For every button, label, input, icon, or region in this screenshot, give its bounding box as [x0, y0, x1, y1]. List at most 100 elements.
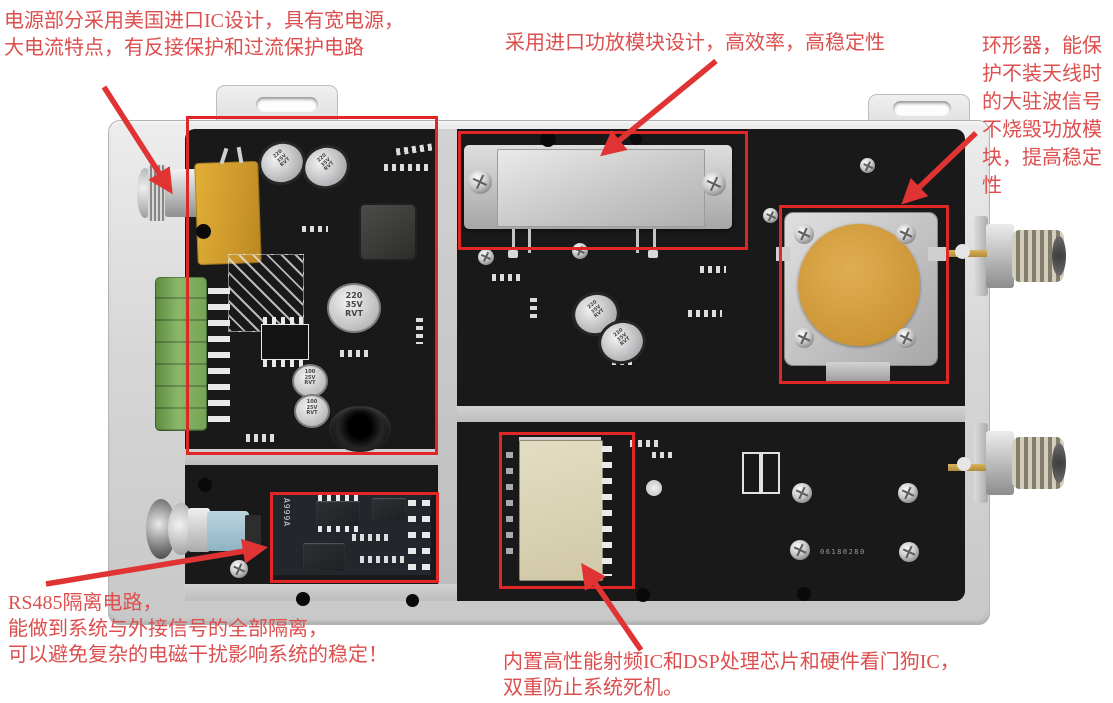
- highlight-box-circulator: [779, 205, 949, 384]
- bnc-tip: [245, 515, 261, 547]
- n-connector-bore: [1052, 443, 1066, 483]
- annotation-line: 块，提高稳定: [982, 147, 1102, 169]
- philips-screw: [896, 328, 916, 348]
- n-connector-bore: [1052, 236, 1066, 276]
- philips-screw: [478, 249, 494, 265]
- soic-pins: [263, 317, 305, 324]
- philips-screw: [896, 224, 916, 244]
- philips-screw: [794, 328, 814, 348]
- annotation-line: 环形器，能保: [982, 35, 1102, 57]
- annotation-power: 电源部分采用美国进口IC设计，具有宽电源， 大电流特点，有反接保护和过流保护电路: [4, 8, 404, 62]
- annotation-line: 大电流特点，有反接保护和过流保护电路: [4, 37, 364, 59]
- cap-label: 100: [304, 369, 316, 375]
- pa-pin: [653, 229, 656, 253]
- philips-screw: [792, 483, 812, 503]
- slot-hole: [893, 101, 951, 116]
- n-connector-body: [986, 431, 1014, 495]
- iso-chip-label: A999A: [282, 498, 291, 528]
- qfp-chip: [361, 205, 415, 259]
- philips-screw: [702, 172, 726, 196]
- circulator-port-tab: [928, 247, 948, 261]
- annotation-circulator: 环形器，能保 护不装天线时 的大驻波信号 不烧毁功放模 块，提高稳定 性: [982, 32, 1102, 200]
- annotation-line: 能做到系统与外接信号的全部隔离，: [8, 618, 328, 640]
- isolator-chip: [372, 498, 406, 520]
- mounting-hole: [797, 587, 811, 601]
- annotation-line: 性: [982, 175, 1002, 197]
- annotation-line: 内置高性能射频IC和DSP处理芯片和硬件看门狗IC，: [503, 651, 960, 673]
- mounting-hole: [540, 131, 556, 147]
- silkscreen-marks: [340, 350, 368, 357]
- silkscreen-marks: [352, 534, 392, 541]
- annotation-line: 的大驻波信号: [982, 91, 1102, 113]
- n-connector-body: [986, 224, 1014, 288]
- pa-pin: [636, 229, 639, 253]
- cap-label: 35V: [345, 300, 363, 309]
- terminal-pins: [208, 288, 230, 422]
- slot-hole: [256, 97, 318, 112]
- cap-label: RVT: [304, 380, 316, 386]
- pa-pin: [512, 229, 515, 253]
- silkscreen-marks: [700, 266, 726, 273]
- electrolytic-capacitor: 220 35V RVT: [327, 283, 381, 333]
- philips-screw: [468, 170, 492, 194]
- soic-pins: [263, 360, 305, 367]
- electrolytic-capacitor: 100 25V RVT: [294, 394, 330, 428]
- isolator-chip: [316, 501, 360, 525]
- silkscreen-marks: [492, 274, 522, 281]
- isolator-chip: [303, 543, 345, 571]
- annotation-line: 不烧毁功放模: [982, 119, 1102, 141]
- relay-outline: [742, 452, 761, 494]
- rf-shield-module: [519, 440, 603, 581]
- knurled-ring: [148, 165, 166, 221]
- solder-blob: [508, 250, 518, 258]
- plate-channel: [438, 129, 457, 601]
- soic-pins: [318, 495, 358, 501]
- annotation-rs485: RS485隔离电路， 能做到系统与外接信号的全部隔离， 可以避免复杂的电磁干扰影…: [8, 590, 388, 668]
- relay-outline: [761, 452, 780, 494]
- plate-channel: [185, 584, 457, 601]
- solder-blob: [957, 457, 971, 471]
- soic-pins: [318, 526, 358, 532]
- board-serial: 06180280: [820, 548, 866, 556]
- plate-channel: [457, 406, 965, 422]
- n-connector-flange: [974, 423, 988, 503]
- silkscreen-marks: [416, 318, 423, 344]
- mounting-hole: [636, 588, 650, 602]
- header-pads: [422, 500, 430, 570]
- bnc-insulator: [207, 511, 249, 551]
- highlight-box-amplifier: [458, 131, 748, 250]
- mounting-hole: [296, 592, 310, 606]
- cap-label: 100: [306, 399, 318, 405]
- annotation-line: RS485隔离电路，: [8, 592, 163, 614]
- highlight-box-rs485: [270, 492, 439, 583]
- electrolytic-capacitor: 100 25V RVT: [292, 364, 328, 398]
- module-pads: [506, 452, 513, 562]
- circulator-ground-tab: [826, 362, 890, 382]
- annotation-amplifier: 采用进口功放模块设计，高效率，高稳定性: [505, 30, 885, 57]
- philips-screw: [898, 483, 918, 503]
- cap-label: 25V: [304, 374, 316, 381]
- philips-screw: [794, 224, 814, 244]
- silkscreen-marks: [688, 310, 722, 317]
- philips-screw: [790, 540, 810, 560]
- philips-screw: [860, 158, 875, 173]
- terminal-block: [155, 277, 207, 431]
- silkscreen-marks: [360, 556, 406, 563]
- led-indicator: [646, 480, 662, 496]
- highlight-box-power: [186, 116, 438, 455]
- cap-label: RVT: [306, 410, 318, 416]
- soic-chip: [261, 324, 309, 360]
- philips-screw: [230, 560, 248, 578]
- solder-blob: [648, 250, 658, 258]
- philips-screw: [763, 208, 778, 223]
- annotation-line: 电源部分采用美国进口IC设计，具有宽电源，: [4, 10, 404, 32]
- silkscreen-marks: [652, 452, 674, 458]
- pa-module-lid: [497, 149, 705, 227]
- header-pads: [408, 500, 416, 570]
- mounting-hole: [198, 478, 212, 492]
- bnc-nut: [188, 508, 210, 552]
- cap-label: 220: [345, 291, 363, 300]
- annotation-line: 采用进口功放模块设计，高效率，高稳定性: [505, 32, 885, 54]
- annotation-line: 双重防止系统死机。: [503, 677, 683, 699]
